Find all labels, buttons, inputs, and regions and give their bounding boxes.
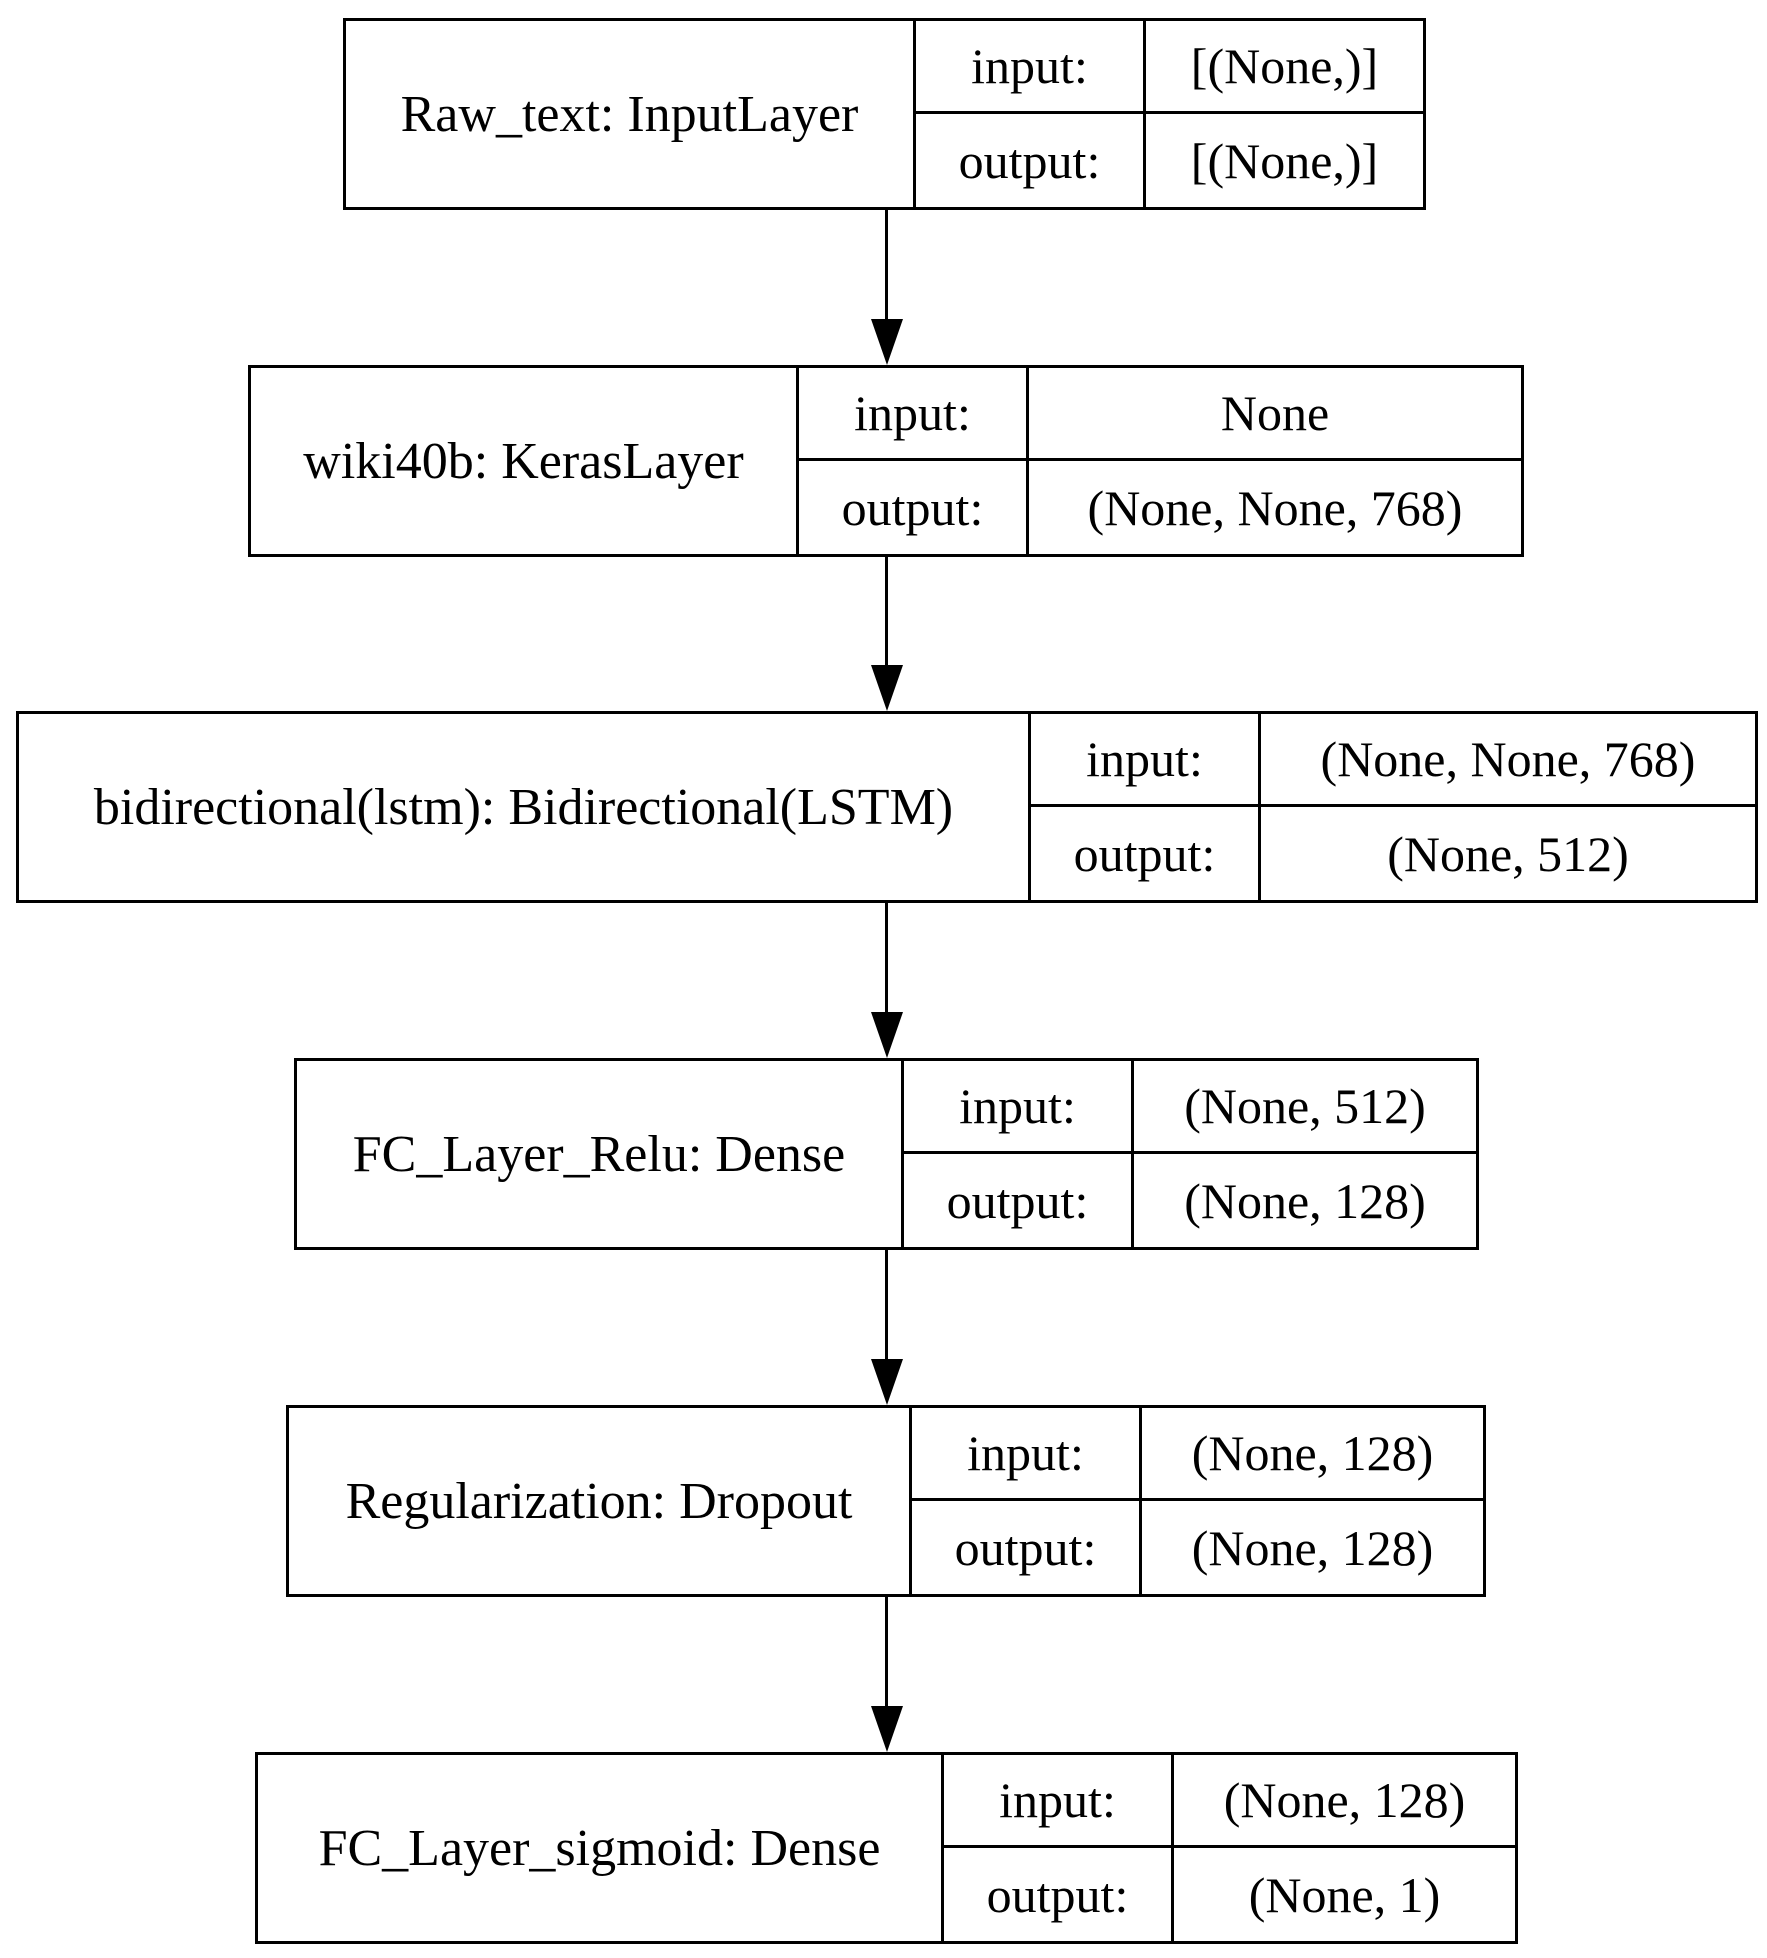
arrowhead-icon [870,1012,903,1058]
input-label: input: [904,1061,1134,1154]
output-label: output: [944,1848,1174,1941]
output-shape: (None, 128) [1191,1519,1434,1576]
layer-name: Raw_text: InputLayer [346,21,916,207]
output-shape: (None, None, 768) [1087,479,1463,536]
output-shape: (None, 128) [1184,1172,1426,1229]
edge-arrow-line [885,1250,888,1361]
input-shape: (None, 128) [1142,1408,1483,1501]
arrowhead-icon [870,319,903,365]
arrowhead-icon [870,665,903,711]
output-shape: (None, 512) [1387,825,1629,882]
input-label: input: [944,1755,1174,1848]
io-table: input:(None, None, 768)output: (None, 512… [1031,714,1755,900]
layer-name: Regularization: Dropout [289,1408,912,1594]
output-label: output: [799,461,1029,554]
layer-name: FC_Layer_Relu: Dense [297,1061,904,1247]
input-shape: (None, 512) [1134,1061,1476,1154]
input-shape: (None, None, 768) [1261,714,1755,807]
arrowhead-icon [870,1706,903,1752]
output-label: output: [1031,807,1261,900]
io-table: input:(None, 512)output: (None, 128) [904,1061,1476,1247]
layer-node: bidirectional(lstm): Bidirectional(LSTM)… [16,711,1758,903]
input-label: input: [912,1408,1142,1501]
input-label: input: [1031,714,1261,807]
output-shape: (None, 1) [1248,1866,1441,1923]
io-table: input:(None, 128)output:(None, 128) [912,1408,1483,1594]
io-table: input:[(None,)]output:[(None,)] [916,21,1423,207]
layer-name: bidirectional(lstm): Bidirectional(LSTM) [19,714,1031,900]
edge-arrow-line [885,1597,888,1708]
output-label: output: [904,1154,1134,1247]
output-label: output: [912,1501,1142,1594]
input-label: input: [916,21,1146,114]
input-shape: None [1029,368,1521,461]
output-label: output: [916,114,1146,207]
input-shape: [(None,)] [1146,21,1423,114]
layer-name: FC_Layer_sigmoid: Dense [258,1755,944,1941]
edge-arrow-line [885,210,888,321]
input-label: input: [799,368,1029,461]
edge-arrow-line [885,903,888,1014]
output-shape: [(None,)] [1190,132,1379,189]
edge-arrow-line [885,557,888,667]
io-table: input:(None, 128)output: (None, 1) [944,1755,1515,1941]
layer-name: wiki40b: KerasLayer [251,368,799,554]
input-shape: (None, 128) [1174,1755,1515,1848]
arrowhead-icon [870,1359,903,1405]
